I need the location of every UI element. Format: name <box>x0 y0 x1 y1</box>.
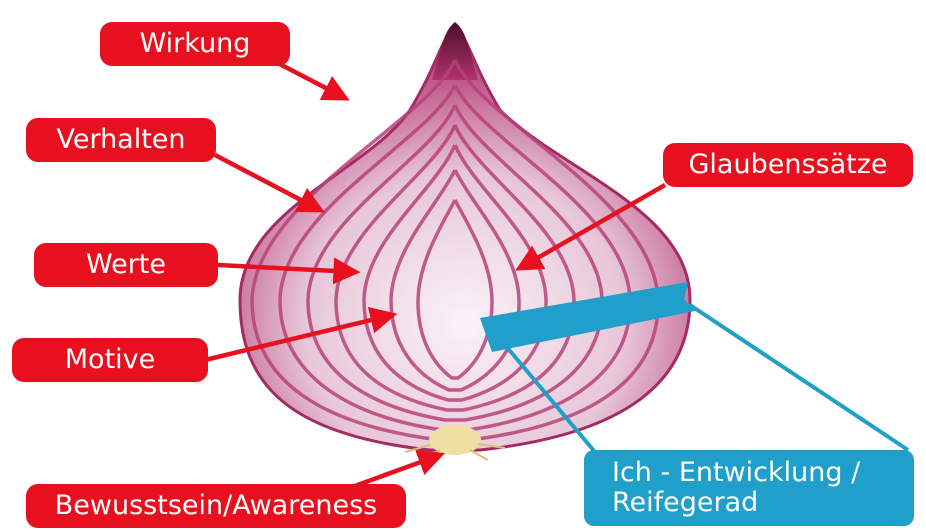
label-ich-entwicklung: Ich - Entwicklung / Reifegerad <box>584 450 914 526</box>
label-verhalten: Verhalten <box>26 118 216 162</box>
label-bewusstsein: Bewusstsein/Awareness <box>26 484 406 528</box>
label-wirkung: Wirkung <box>100 22 290 66</box>
onion-root <box>429 425 481 455</box>
label-motive: Motive <box>12 338 208 382</box>
label-ich-entwicklung-line2: Reifegerad <box>612 488 914 518</box>
label-glaubenssaetze: Glaubenssätze <box>663 143 913 187</box>
label-werte: Werte <box>34 243 218 287</box>
label-ich-entwicklung-line1: Ich - Entwicklung / <box>612 458 914 488</box>
arrow-verhalten <box>215 155 320 210</box>
onion-illustration <box>240 22 690 462</box>
